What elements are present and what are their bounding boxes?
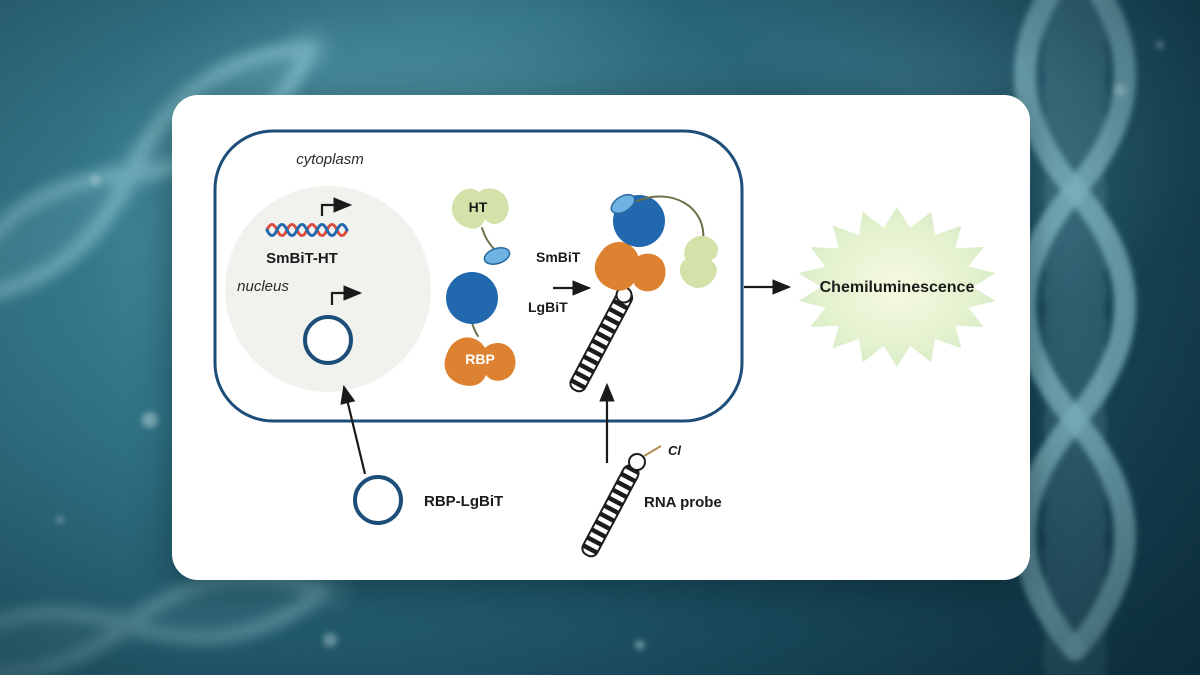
cytoplasm-label: cytoplasm [296,151,364,168]
assembled-complex [569,193,718,393]
rna-probe-label: RNA probe [644,494,722,511]
nucleus [225,186,431,392]
complex-rbp-blob [594,241,666,292]
rbp-label: RBP [465,351,495,367]
linker-lgbit-rbp [471,322,479,337]
nucleus-label: nucleus [237,278,289,295]
transcription-arrow-gene [320,197,353,216]
cell-membrane [213,129,744,423]
dna-helix-right [1014,0,1136,675]
transfection-arrow [340,384,367,475]
ht-blob [451,188,509,229]
smbit-label: SmBiT [536,249,581,265]
smbit-ellipse [483,247,511,265]
rna-probe-end-circle [628,453,646,471]
chemiluminescence-starburst [798,207,996,367]
ht-label: HT [469,199,488,215]
complex-smbit-ellipse [610,193,636,215]
nucleus-plasmid-icon [303,315,353,365]
complex-linker [636,195,705,242]
cl-label: Cl [668,443,681,458]
linker-ht-smbit [481,227,496,251]
gene-dna-icon [265,223,349,237]
rna-probe-rod [581,464,640,558]
gene-label: SmBiT-HT [266,250,338,267]
plasmid-label: RBP-LgBiT [424,493,503,510]
cl-linker-line [643,445,662,457]
chemiluminescence-label: Chemiluminescence [820,279,975,296]
diagram-card: cytoplasm nucleus SmBiT-HT HT [172,95,1030,580]
lgbit-circle [446,272,498,324]
complex-ht-blob [679,236,718,288]
plasmid-icon [353,475,403,525]
transcription-arrow-plasmid [330,285,363,305]
rna-probe: Cl RNA probe [581,443,722,558]
lgbit-label: LgBiT [528,299,568,315]
rbp-blob [444,337,516,386]
